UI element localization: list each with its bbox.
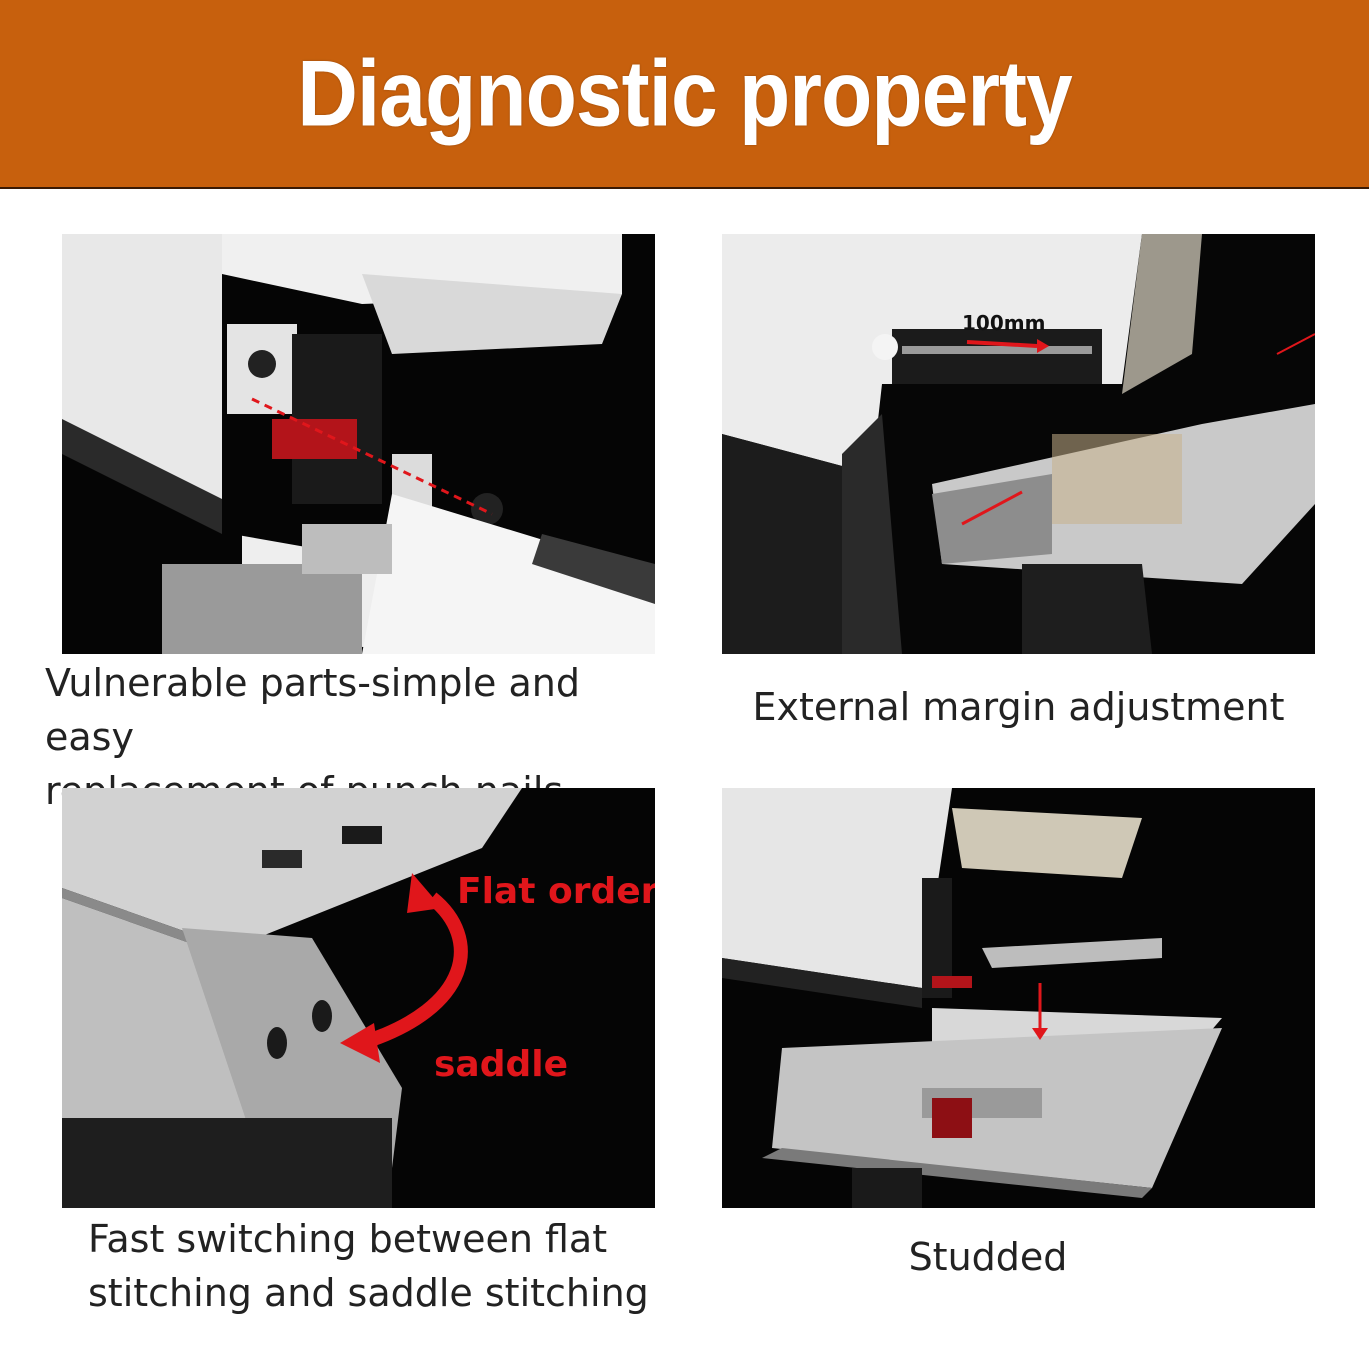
product-image-studded [722, 788, 1315, 1208]
caption-line: Vulnerable parts-simple and easy [45, 661, 581, 759]
stapler-closeup-illustration [62, 234, 655, 654]
margin-measure-label: 100mm [962, 311, 1045, 335]
caption-flat-saddle-switch: Fast switching between flat stitching an… [88, 1212, 708, 1320]
page-title: Diagnostic property [297, 40, 1072, 146]
flat-order-label: Flat order [457, 871, 655, 912]
product-image-margin-adjustment: 100mm [722, 234, 1315, 654]
caption-line: Fast switching between flat [88, 1217, 608, 1261]
caption-line: Studded [908, 1235, 1068, 1279]
caption-studded: Studded [722, 1230, 1254, 1284]
caption-line: stitching and saddle stitching [88, 1271, 649, 1315]
saddle-label: saddle [434, 1044, 568, 1085]
caption-line: External margin adjustment [752, 685, 1285, 729]
product-image-flat-saddle-switch: Flat order saddle [62, 788, 655, 1208]
title-banner: Diagnostic property [0, 0, 1369, 189]
product-image-punch-nails [62, 234, 655, 654]
caption-margin-adjustment: External margin adjustment [722, 680, 1315, 734]
